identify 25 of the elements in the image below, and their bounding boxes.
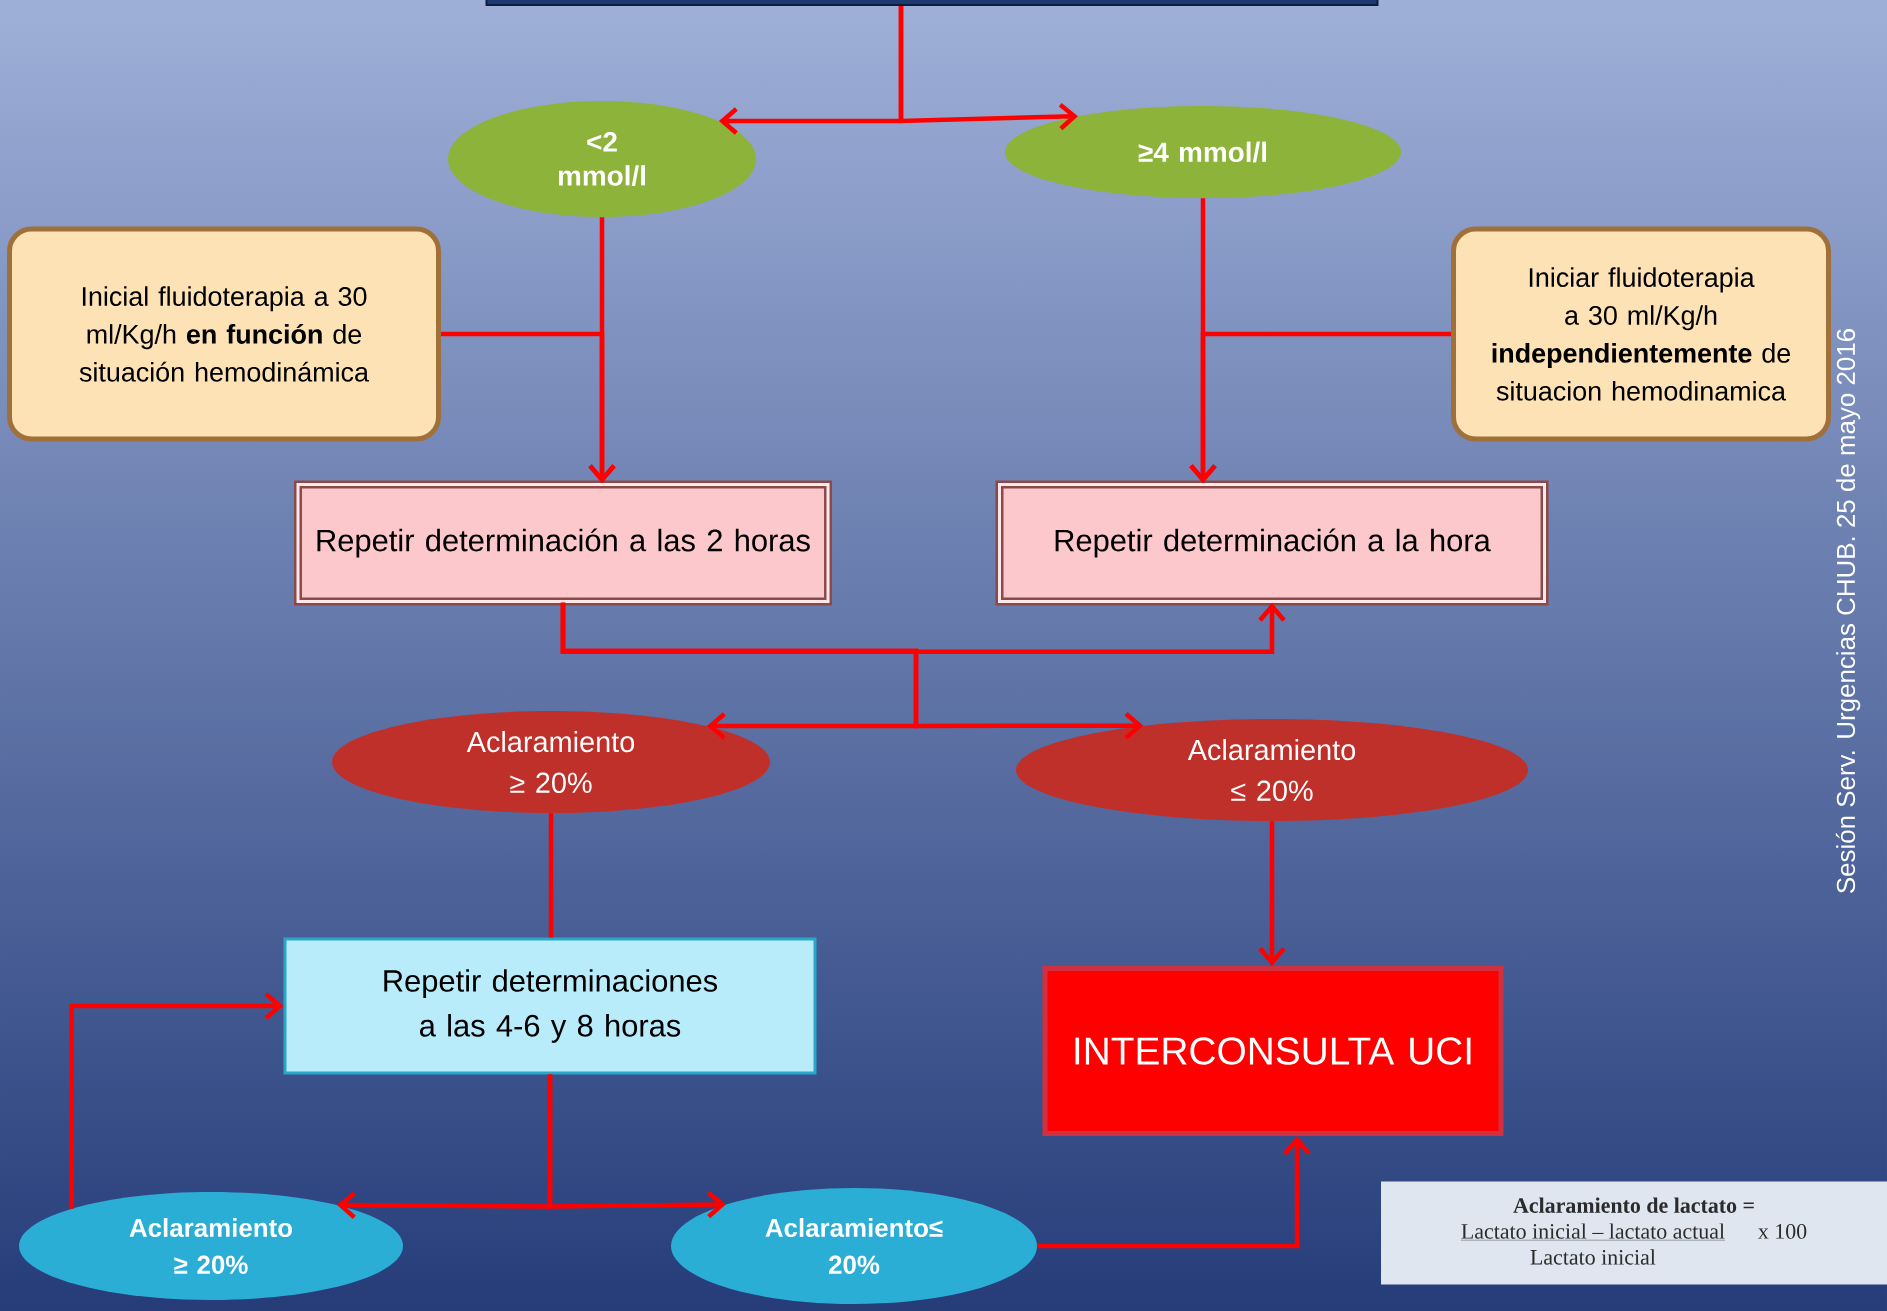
oval: Aclaramiento ≥ 20% <box>19 1192 403 1300</box>
arrow <box>1258 821 1286 966</box>
arrow <box>898 6 1078 131</box>
box <box>485 0 1379 6</box>
arrow <box>560 602 1144 740</box>
oval: Aclaramiento≤ 20% <box>671 1188 1037 1304</box>
alert-box: INTERCONSULTA UCI <box>1042 966 1504 1136</box>
oval: Aclaramiento ≥ 20% <box>332 711 770 813</box>
oval: Aclaramiento ≤ 20% <box>1016 719 1528 821</box>
process-box: Repetir determinación a las 2 horas <box>294 480 832 606</box>
oval: ≥4 mmol/l <box>1005 106 1401 198</box>
formula-box: Aclaramiento de lactato = Lactato inicial – lactato actual x 100 Lactato inicial <box>1381 1181 1887 1285</box>
note-box: Inicial fluidoterapia a 30 ml/Kg/h en función de situación hemodinámica <box>7 226 441 442</box>
arrow <box>1189 331 1451 484</box>
arrow <box>1037 1136 1311 1249</box>
arrow <box>547 1074 726 1219</box>
arrow <box>69 992 284 1209</box>
oval: <2 mmol/l <box>448 101 756 217</box>
connector <box>548 813 554 938</box>
process-box: Repetir determinaciones a las 4-6 y 8 horas <box>283 937 817 1075</box>
process-box: Repetir determinación a la hora <box>995 480 1549 606</box>
note-box: Iniciar fluidoterapia a 30 ml/Kg/h independientemente de situacion hemodinamica <box>1451 226 1831 442</box>
arrow <box>560 602 1286 654</box>
arrow <box>441 331 616 484</box>
side-note: Sesión Serv. Urgencias CHUB. 25 de mayo 2016 <box>1835 329 1861 893</box>
